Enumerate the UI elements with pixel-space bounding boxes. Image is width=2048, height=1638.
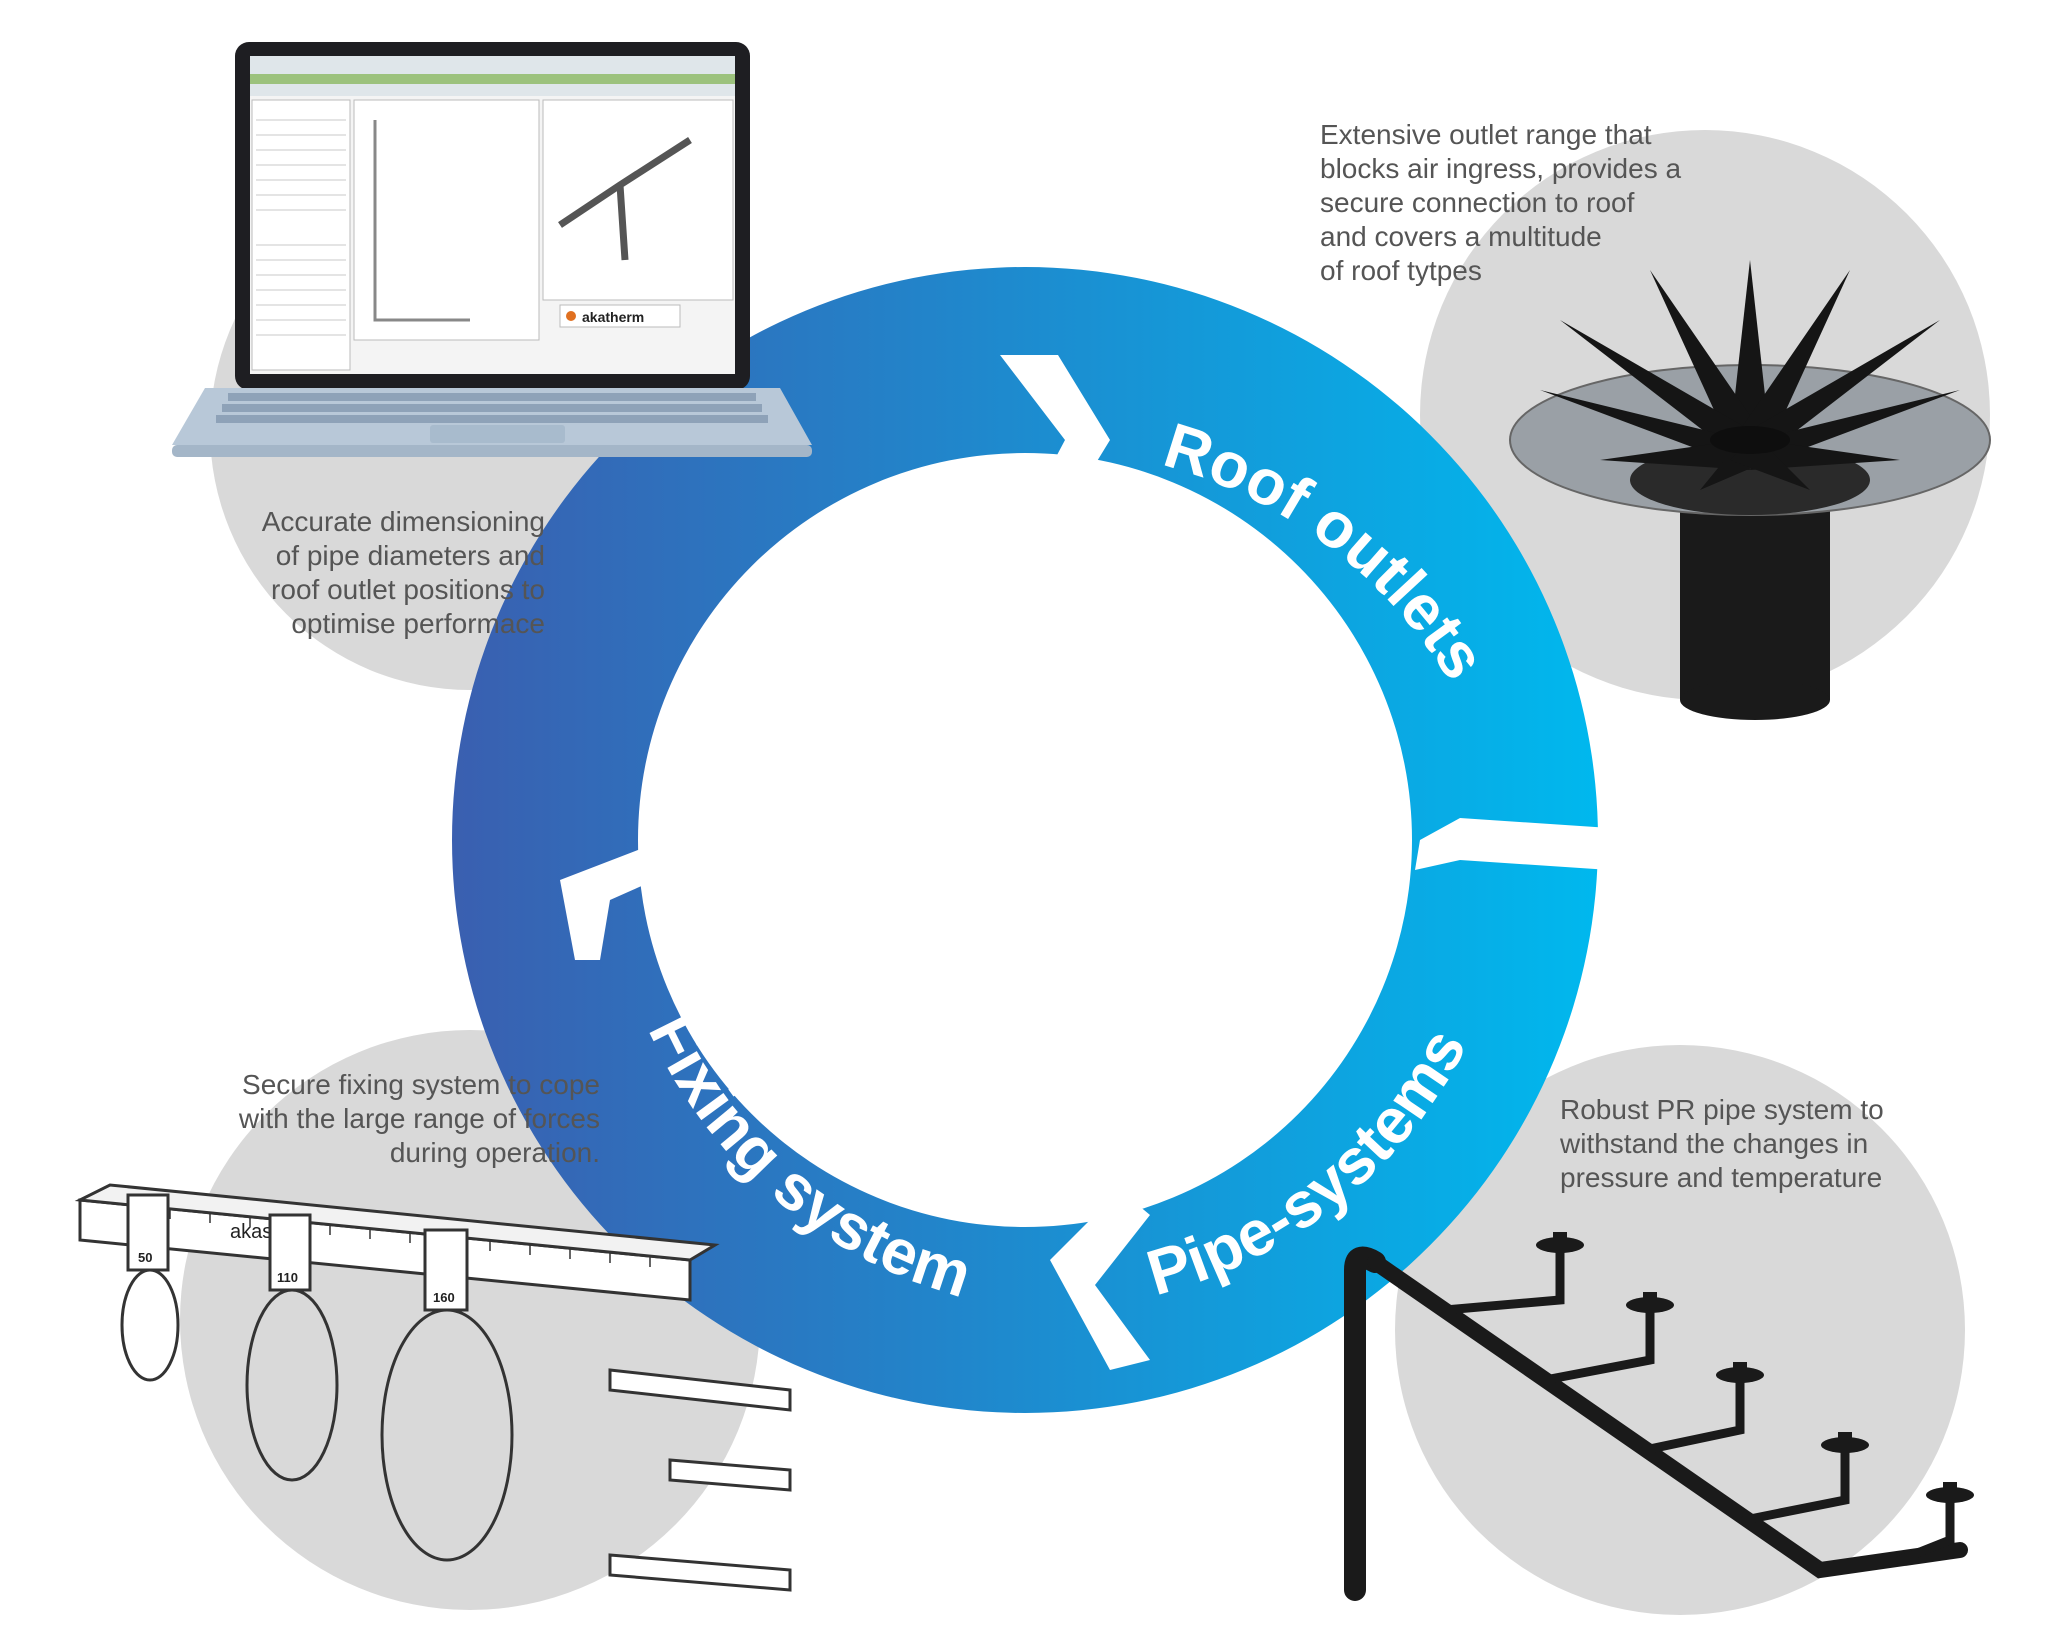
laptop-keyboard: [216, 393, 768, 423]
roof-outlets-description: Extensive outlet range that blocks air i…: [1320, 118, 1740, 288]
clip-head-50: [126, 1193, 170, 1272]
clip-ring-110: [245, 1288, 339, 1482]
outlet-hub: [1710, 426, 1790, 454]
pipe-desc-line-1: Robust PR pipe system to: [1560, 1094, 1884, 1125]
engineering-desc-line-4: optimise performace: [291, 608, 545, 639]
clip-head-110: [268, 1213, 312, 1292]
roof-desc-line-5: of roof tytpes: [1320, 255, 1482, 286]
clip-ring-50: [120, 1268, 180, 1382]
engineering-description: Accurate dimensioning of pipe diameters …: [200, 505, 545, 641]
connector-brackets: [608, 1368, 792, 1592]
clip-size-160: 160: [433, 1290, 455, 1305]
screen-plan-pipe: [373, 120, 470, 322]
screen-left-panel: [251, 99, 351, 371]
pipe-bg-circle: [1395, 1045, 1965, 1615]
pipe-desc-line-3: pressure and temperature: [1560, 1162, 1883, 1193]
outlet-fins: [1540, 260, 1960, 490]
laptop-illustration: akatherm: [172, 42, 812, 457]
roof-desc-line-3: secure connection to roof: [1320, 187, 1635, 218]
outlet-pipe-bottom: [1680, 680, 1830, 720]
small-outlets: [1536, 1232, 1974, 1503]
clip-size-50: 50: [138, 1250, 152, 1265]
fixing-desc-line-3: during operation.: [389, 1137, 600, 1168]
engineering-desc-line-2: of pipe diameters and: [275, 540, 545, 571]
ring-separators: [560, 355, 1610, 1370]
clip-ring-160: [380, 1308, 514, 1562]
screen-view-3d: [542, 99, 734, 301]
fixing-system-illustration: akasison 50 110 160: [74, 1183, 792, 1592]
engineering-desc-line-1: Accurate dimensioning: [261, 506, 545, 537]
fixing-desc-line-1: Secure fixing system to cope: [242, 1069, 600, 1100]
roof-desc-line-4: and covers a multitude: [1320, 221, 1602, 252]
branch-pipes: [1440, 1245, 1955, 1565]
laptop-base-front: [172, 445, 812, 457]
brand-logo-dot: [566, 311, 576, 321]
clip-size-110: 110: [277, 1270, 298, 1285]
rail-top: [74, 1183, 720, 1262]
roof-outlet-illustration: [1509, 260, 1991, 720]
fixing-system-description: Secure fixing system to cope with the la…: [200, 1068, 600, 1170]
screen-ribbon-green: [250, 74, 735, 84]
roof-desc-line-2: blocks air ingress, provides a: [1320, 153, 1682, 184]
roof-desc-line-1: Extensive outlet range that: [1320, 119, 1652, 150]
screen-panel-lines: [256, 119, 346, 336]
ring-base: [452, 267, 1598, 1413]
fixing-desc-line-2: with the large range of forces: [238, 1103, 600, 1134]
laptop-brand-text: akatherm: [582, 309, 644, 325]
main-vertical-pipe: [1344, 1246, 1386, 1601]
clip-head-160: [423, 1228, 469, 1312]
pipe-systems-description: Robust PR pipe system to withstand the c…: [1560, 1093, 1940, 1195]
pipe-system-illustration: [1344, 1232, 1974, 1601]
screen-view-plan: [353, 99, 540, 341]
screen-brand-box: [559, 304, 681, 328]
outlet-pipe: [1680, 500, 1830, 700]
laptop-trackpad: [430, 425, 565, 443]
screen-3d-pipe: [558, 137, 692, 261]
pipe-desc-line-2: withstand the changes in: [1560, 1128, 1869, 1159]
engineering-desc-line-3: roof outlet positions to: [271, 574, 545, 605]
